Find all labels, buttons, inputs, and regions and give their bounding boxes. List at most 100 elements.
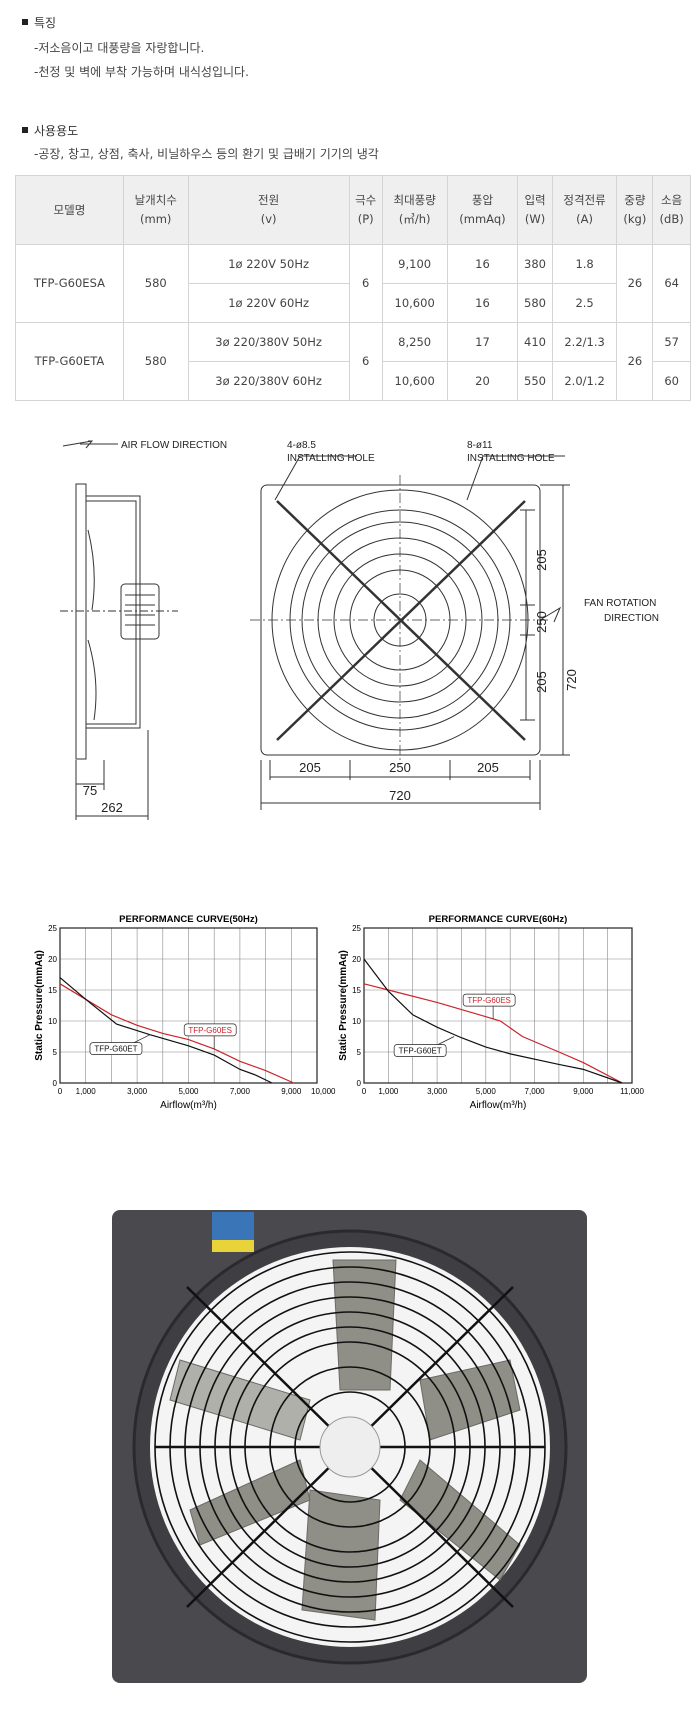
x-tick-label: 5,000 bbox=[178, 1087, 199, 1096]
y-tick-label: 10 bbox=[48, 1017, 57, 1026]
blade-size-cell: 580 bbox=[122, 322, 189, 401]
dim-205-top: 205 bbox=[534, 549, 549, 571]
header-label: 최대풍량 bbox=[393, 193, 436, 207]
column-header: 소음 (dB) bbox=[652, 175, 691, 245]
usage-line: -공장, 창고, 상점, 축사, 비닐하우스 등의 환기 및 급배기 기기의 냉… bbox=[34, 147, 379, 161]
series-label-box bbox=[393, 1044, 447, 1057]
series-line-TFP-G60ES bbox=[59, 983, 295, 1084]
column-header: 입력(W) bbox=[517, 175, 553, 245]
chart-title: PERFORMANCE CURVE(50Hz) bbox=[119, 914, 258, 925]
plot-frame bbox=[363, 927, 633, 1084]
feature-line: -저소음이고 대풍량을 자랑합니다. bbox=[34, 41, 205, 55]
y-axis-label: Static Pressure(mmAq) bbox=[34, 950, 45, 1061]
dim-720-h: 720 bbox=[564, 669, 579, 691]
column-header: 모델명 bbox=[15, 175, 124, 245]
front-view bbox=[250, 455, 570, 810]
x-tick-label: 3,000 bbox=[127, 1087, 148, 1096]
hole2-spec: 8-ø11 bbox=[467, 440, 493, 451]
series-line-TFP-G60ET bbox=[363, 958, 623, 1084]
bullet-square-icon bbox=[22, 127, 28, 133]
features-heading: 특징 bbox=[22, 14, 56, 31]
current-cell: 2.2/1.3 bbox=[551, 322, 618, 362]
noise-cell: 64 bbox=[652, 244, 691, 323]
dim-205-right: 205 bbox=[477, 760, 499, 775]
input-cell: 580 bbox=[517, 283, 553, 323]
noise-cell: 57 bbox=[652, 322, 691, 362]
x-tick-label: 5,000 bbox=[476, 1087, 497, 1096]
pressure-cell: 17 bbox=[446, 322, 519, 362]
dimension-drawing: AIR FLOW DIRECTION 4-ø8.5 INSTALLING HOL… bbox=[60, 440, 659, 820]
pressure-cell: 16 bbox=[446, 283, 519, 323]
series-line-TFP-G60ET bbox=[59, 977, 273, 1084]
dim-250-h: 250 bbox=[389, 760, 411, 775]
air-flow-direction-label: AIR FLOW DIRECTION bbox=[121, 440, 227, 451]
y-axis-label: Static Pressure(mmAq) bbox=[338, 950, 349, 1061]
weight-cell: 26 bbox=[616, 244, 654, 323]
x-tick-label: 0 bbox=[362, 1087, 367, 1096]
header-label: 풍압 bbox=[471, 193, 494, 207]
column-header: 날개치수(mm) bbox=[122, 175, 189, 245]
dim-205-left: 205 bbox=[299, 760, 321, 775]
fan-guard bbox=[154, 1251, 546, 1643]
series-label: TFP-G60ES bbox=[188, 1026, 232, 1035]
product-photo bbox=[112, 1210, 587, 1683]
power-cell: 1ø 220V 50Hz bbox=[187, 244, 350, 284]
column-header: 정격전류(A) bbox=[551, 175, 618, 245]
hole1-spec: 4-ø8.5 bbox=[287, 440, 316, 451]
series-label-box bbox=[183, 1023, 237, 1037]
fan-rotation-direction-label: DIRECTION bbox=[604, 613, 659, 624]
input-cell: 410 bbox=[517, 322, 553, 362]
airflow-cell: 8,250 bbox=[381, 322, 448, 362]
y-tick-label: 15 bbox=[48, 986, 57, 995]
current-cell: 2.0/1.2 bbox=[551, 361, 618, 401]
column-header: 전원 (v) bbox=[187, 175, 350, 245]
side-view bbox=[60, 483, 178, 820]
feature-line: -천정 및 벽에 부착 가능하며 내식성입니다. bbox=[34, 65, 249, 79]
header-unit: (P) bbox=[357, 212, 374, 226]
header-label: 전원 bbox=[258, 193, 280, 207]
usage-title: 사용용도 bbox=[34, 124, 79, 138]
x-tick-label: 0 bbox=[58, 1087, 63, 1096]
dim-75: 75 bbox=[83, 783, 97, 798]
input-cell: 380 bbox=[517, 244, 553, 284]
y-tick-label: 0 bbox=[53, 1079, 58, 1088]
fan-rotation-label: FAN ROTATION bbox=[584, 598, 656, 609]
airflow-cell: 9,100 bbox=[381, 244, 448, 284]
hole1-label: INSTALLING HOLE bbox=[287, 453, 375, 464]
y-tick-label: 25 bbox=[48, 924, 57, 933]
current-cell: 2.5 bbox=[551, 283, 618, 323]
model-cell: TFP-G60ETA bbox=[15, 322, 124, 401]
header-unit: (v) bbox=[260, 212, 277, 226]
y-tick-label: 0 bbox=[357, 1079, 362, 1088]
airflow-cell: 10,600 bbox=[381, 283, 448, 323]
usage-heading: 사용용도 bbox=[22, 122, 78, 139]
header-label: 중량 bbox=[624, 193, 646, 207]
chart-title: PERFORMANCE CURVE(60Hz) bbox=[429, 914, 568, 925]
series-line-TFP-G60ES bbox=[363, 983, 623, 1084]
column-header: 최대풍량 (㎥/h) bbox=[381, 175, 448, 245]
header-unit: (dB) bbox=[659, 212, 684, 226]
series-label: TFP-G60ES bbox=[467, 996, 511, 1005]
input-cell: 550 bbox=[517, 361, 553, 401]
header-label: 소음 bbox=[661, 193, 683, 207]
x-tick-label: 3,000 bbox=[427, 1087, 448, 1096]
x-tick-label: 9,000 bbox=[573, 1087, 594, 1096]
plot-frame bbox=[59, 927, 318, 1084]
x-tick-label: 7,000 bbox=[230, 1087, 251, 1096]
blade-size-cell: 580 bbox=[122, 244, 189, 323]
pressure-cell: 20 bbox=[446, 361, 519, 401]
fan-hub bbox=[319, 1416, 381, 1478]
hole2-label: INSTALLING HOLE bbox=[467, 453, 555, 464]
header-unit: (W) bbox=[524, 212, 546, 226]
header-unit: (kg) bbox=[623, 212, 647, 226]
header-unit: (㎥/h) bbox=[398, 212, 431, 226]
series-label: TFP-G60ET bbox=[94, 1045, 137, 1054]
y-tick-label: 25 bbox=[352, 924, 361, 933]
dim-205-bottom: 205 bbox=[534, 671, 549, 693]
